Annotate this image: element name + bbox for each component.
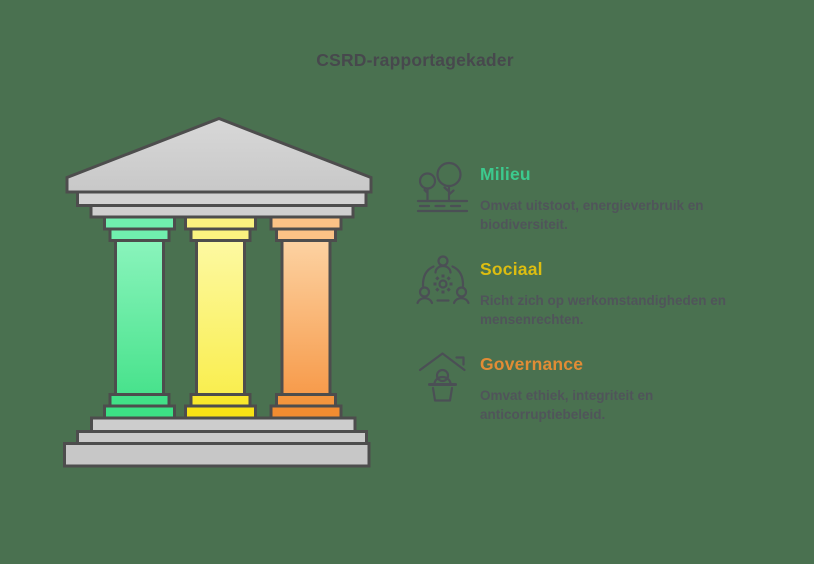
section-description-milieu: Omvat uitstoot, energieverbruik en biodi… <box>480 198 704 232</box>
trees-icon <box>416 161 469 213</box>
page-title: CSRD-rapportagekader <box>316 50 514 70</box>
temple-entablature-band1 <box>76 190 368 207</box>
section-milieu: Milieu Omvat uitstoot, energieverbruik e… <box>416 158 756 253</box>
pillar-green-milieu <box>103 215 176 420</box>
temple-pediment <box>65 116 373 194</box>
pillar-orange-governance <box>269 215 343 420</box>
temple-step-bottom <box>63 442 371 468</box>
temple-step-middle <box>76 430 368 445</box>
section-heading-governance: Governance <box>480 354 584 374</box>
pillar-yellow-sociaal <box>184 215 257 420</box>
section-description-sociaal: Richt zich op werkomstandigheden en mens… <box>480 293 727 327</box>
section-text: Governance Omvat ethiek, integriteit en … <box>480 348 746 424</box>
section-sociaal: Sociaal Richt zich op werkomstandigheden… <box>416 253 756 348</box>
section-text: Milieu Omvat uitstoot, energieverbruik e… <box>480 158 746 234</box>
section-text: Sociaal Richt zich op werkomstandigheden… <box>480 253 746 329</box>
section-description-governance: Omvat ethiek, integriteit en anticorrupt… <box>480 388 654 422</box>
lectern-speaker-icon <box>418 352 466 402</box>
section-heading-sociaal: Sociaal <box>480 259 543 279</box>
section-governance: Governance Omvat ethiek, integriteit en … <box>416 348 756 443</box>
team-gear-icon <box>416 255 470 305</box>
legend-sections: Milieu Omvat uitstoot, energieverbruik e… <box>416 158 756 443</box>
temple-step-top <box>90 416 357 433</box>
section-heading-milieu: Milieu <box>480 164 531 184</box>
temple-entablature-band2 <box>89 204 355 219</box>
